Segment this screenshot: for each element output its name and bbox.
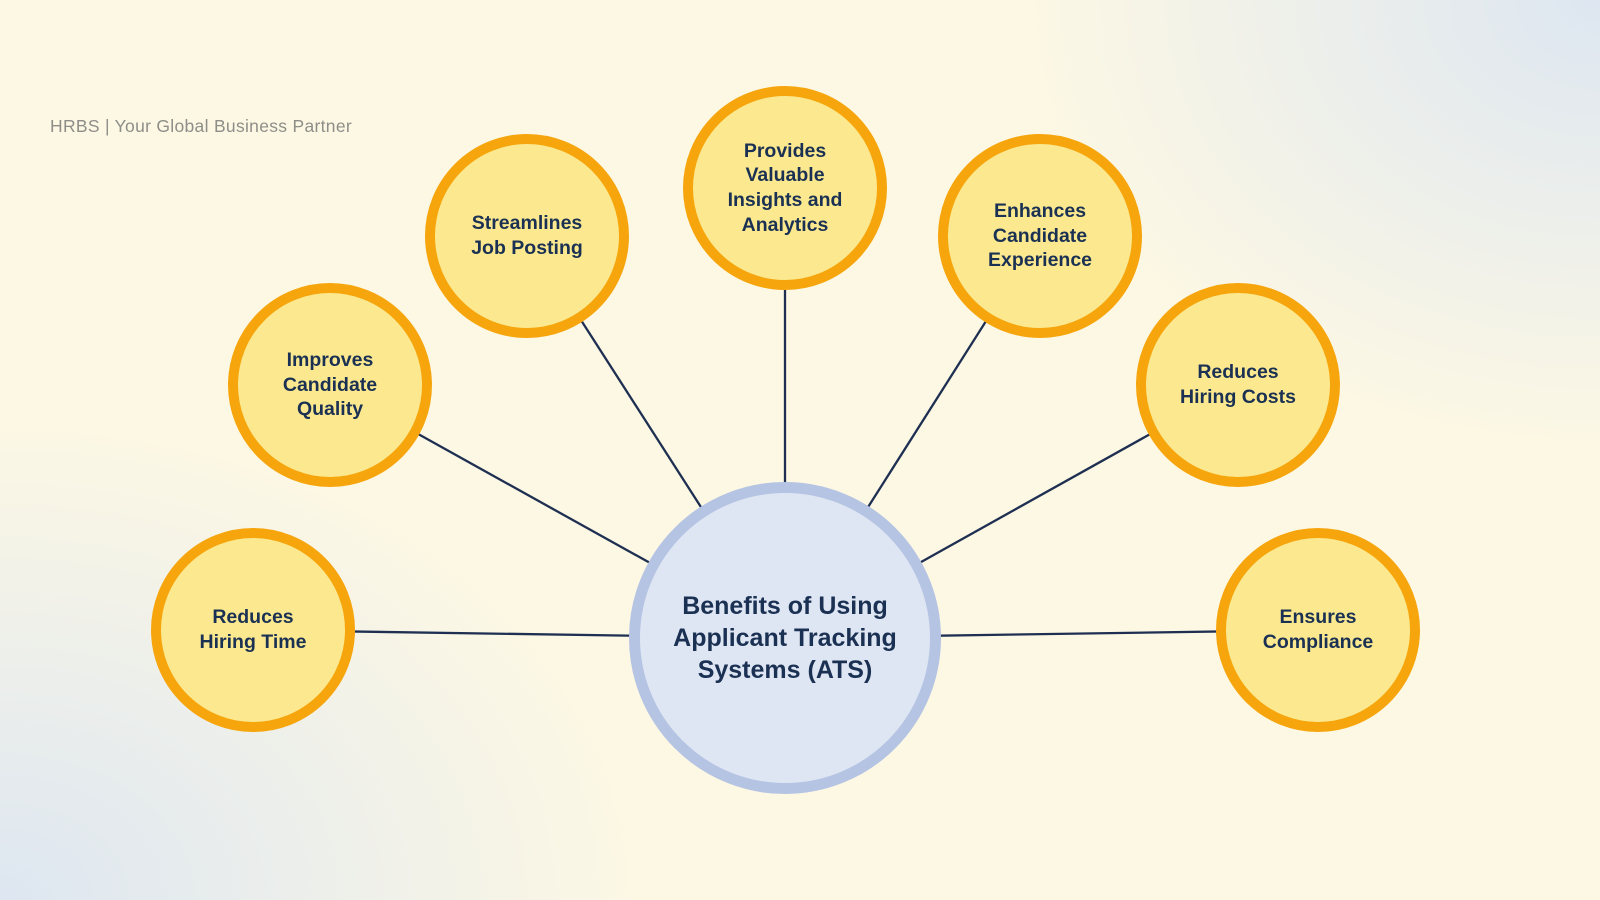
node-label: Improves Candidate Quality xyxy=(282,349,378,421)
center-node-ats-benefits: Benefits of Using Applicant Tracking Sys… xyxy=(629,482,941,794)
node-label: Reduces Hiring Costs xyxy=(1180,361,1296,408)
node-reduces-hiring-time: Reduces Hiring Time xyxy=(151,528,355,732)
brand-watermark: HRBS | Your Global Business Partner xyxy=(50,116,353,136)
node-enhances-candidate-experience: Enhances Candidate Experience xyxy=(938,134,1142,338)
node-label: Reduces Hiring Time xyxy=(199,606,307,653)
node-provides-insights-analytics: Provides Valuable Insights and Analytics xyxy=(683,86,887,290)
node-improves-candidate-quality: Improves Candidate Quality xyxy=(228,283,432,487)
center-node-title: Benefits of Using Applicant Tracking Sys… xyxy=(673,592,897,684)
node-label: Streamlines Job Posting xyxy=(471,212,583,259)
node-reduces-hiring-costs: Reduces Hiring Costs xyxy=(1136,283,1340,487)
node-streamlines-job-posting: Streamlines Job Posting xyxy=(425,134,629,338)
node-ensures-compliance: Ensures Compliance xyxy=(1216,528,1420,732)
node-label: Enhances Candidate Experience xyxy=(987,200,1093,272)
node-label: Ensures Compliance xyxy=(1262,606,1374,653)
node-label: Provides Valuable Insights and Analytics xyxy=(727,139,843,236)
